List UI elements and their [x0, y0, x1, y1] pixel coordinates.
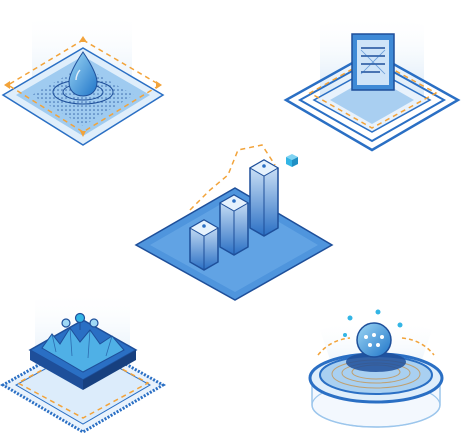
- sensor-dot: [368, 343, 372, 347]
- signal-arc: [317, 337, 351, 356]
- arrow-marker: [156, 81, 162, 89]
- layer-frame-middle: [297, 58, 447, 143]
- satellite-dot: [375, 309, 381, 315]
- bar-3: [248, 159, 280, 237]
- trend-line: [189, 144, 276, 211]
- sensor-dot: [376, 343, 380, 347]
- location-pin-icon: [61, 318, 71, 328]
- location-pin-icon: [74, 312, 86, 324]
- terrain-ridge: [51, 327, 113, 359]
- sensor-dot: [364, 335, 368, 339]
- location-pin-icon: [89, 318, 99, 328]
- water-drop-icon: [68, 51, 98, 97]
- layer-frame-outer: [283, 50, 461, 152]
- cube-icon: [286, 154, 298, 167]
- document-layers-platform: [283, 15, 461, 152]
- satellite-dot: [347, 315, 353, 321]
- drop-highlight: [75, 69, 81, 81]
- satellite-dot: [397, 322, 403, 328]
- water-drop-platform: [1, 12, 165, 146]
- satellite-dot: [343, 333, 347, 337]
- radar-sensor-platform: [308, 309, 444, 428]
- bar-1: [188, 219, 220, 271]
- terrain-map-platform: [0, 290, 167, 434]
- dashed-frame: [308, 57, 438, 129]
- arrow-marker: [4, 81, 10, 89]
- document-pattern: [360, 49, 386, 75]
- sensor-dot: [380, 335, 384, 339]
- bar-2: [218, 194, 250, 256]
- arrow-marker: [79, 36, 87, 42]
- sensor-dot: [372, 333, 376, 337]
- raised-block-side: [30, 350, 83, 390]
- radar-sensor-icon: [356, 322, 392, 358]
- dashed-frame: [6, 39, 162, 133]
- arrow-marker: [80, 131, 86, 137]
- raised-block-side: [83, 350, 136, 390]
- bar-chart-platform: [134, 144, 334, 301]
- signal-arc: [401, 337, 435, 356]
- sensor-disc: [346, 352, 406, 372]
- dashed-frame: [16, 347, 150, 419]
